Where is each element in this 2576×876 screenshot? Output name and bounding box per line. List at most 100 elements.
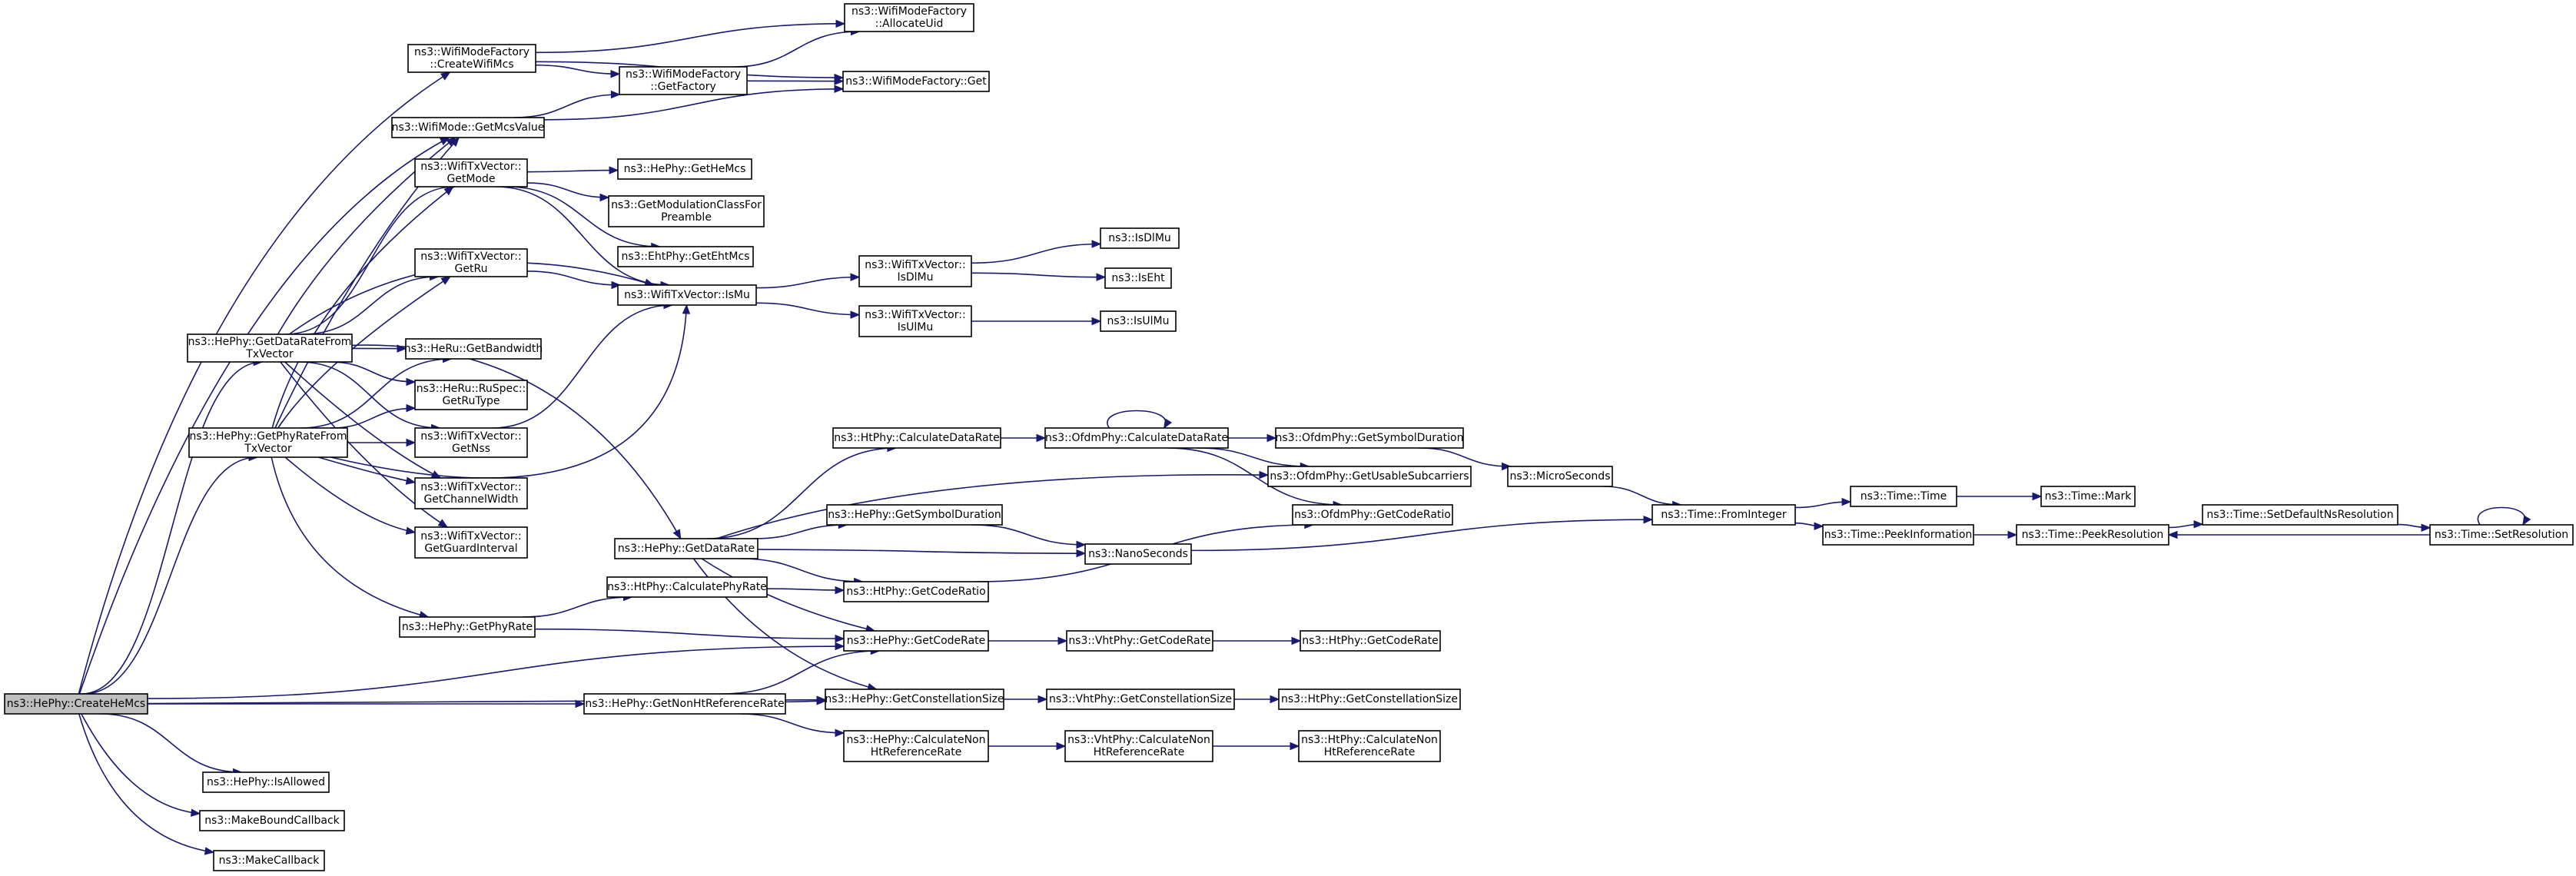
node-create-he-mcs[interactable]: ns3::HePhy::CreateHeMcs	[4, 693, 148, 715]
node-create-wifi-mcs[interactable]: ns3::WifiModeFactory::CreateWifiMcs	[407, 44, 536, 73]
node-label: ns3::Time::PeekResolution	[2022, 529, 2164, 541]
node-label: ns3::MakeBoundCallback	[204, 815, 340, 827]
node-label: ns3::IsEht	[1111, 272, 1165, 284]
node-label: ns3::WifiTxVector::	[865, 259, 965, 271]
node-vht-get-const-size[interactable]: ns3::VhtPhy::GetConstellationSize	[1046, 689, 1235, 710]
node-is-dl-mu[interactable]: ns3::IsDlMu	[1100, 227, 1180, 249]
node-is-eht[interactable]: ns3::IsEht	[1104, 267, 1172, 289]
arrowhead-icon	[816, 697, 827, 705]
edge-line	[330, 304, 688, 479]
call-edge	[317, 456, 417, 485]
node-ht-get-const-size[interactable]: ns3::HtPhy::GetConstellationSize	[1278, 689, 1461, 710]
node-get-mcs-value[interactable]: ns3::WifiMode::GetMcsValue	[391, 117, 545, 138]
node-box	[202, 771, 330, 793]
node-micro-seconds[interactable]: ns3::MicroSeconds	[1507, 466, 1613, 487]
node-time-peek-resolution[interactable]: ns3::Time::PeekResolution	[2016, 524, 2169, 546]
node-time-time[interactable]: ns3::Time::Time	[1850, 486, 1957, 507]
node-get-he-mcs[interactable]: ns3::HePhy::GetHeMcs	[617, 158, 752, 180]
node-he-get-const-size[interactable]: ns3::HePhy::GetConstellationSize	[825, 689, 1004, 710]
node-label: ns3::WifiModeFactory	[626, 68, 741, 81]
node-ofdm-get-usable-subcarriers[interactable]: ns3::OfdmPhy::GetUsableSubcarriers	[1267, 466, 1472, 487]
node-get-factory[interactable]: ns3::WifiModeFactory::GetFactory	[619, 66, 748, 95]
arrowhead-icon	[1091, 240, 1102, 248]
arrowhead-icon	[2193, 519, 2204, 529]
node-box	[842, 71, 990, 92]
node-label: ns3::Time::PeekInformation	[1824, 529, 1973, 541]
node-he-get-code-rate[interactable]: ns3::HePhy::GetCodeRate	[843, 630, 989, 652]
node-box	[414, 248, 528, 277]
node-ru-spec-get-ru-type[interactable]: ns3::HeRu::RuSpec::GetRuType	[414, 380, 528, 410]
call-edge	[1957, 492, 2043, 501]
call-edge	[526, 166, 619, 174]
arrowhead-icon	[2032, 492, 2043, 501]
node-label: GetMode	[446, 173, 495, 185]
node-label: ns3::WifiTxVector::IsMu	[624, 289, 750, 301]
call-edge	[284, 456, 417, 535]
node-tx-is-dl-mu[interactable]: ns3::WifiTxVector::IsDlMu	[858, 255, 972, 287]
node-make-bound-callback[interactable]: ns3::MakeBoundCallback	[199, 810, 345, 831]
node-tx-get-nss[interactable]: ns3::WifiTxVector::GetNss	[414, 427, 528, 458]
node-he-get-phy-rate[interactable]: ns3::HePhy::GetPhyRate	[399, 616, 536, 638]
arrowhead-icon	[835, 19, 846, 28]
node-he-get-data-rate[interactable]: ns3::HePhy::GetDataRate	[614, 538, 759, 559]
edge-line	[739, 713, 845, 734]
node-time-peek-information[interactable]: ns3::Time::PeekInformation	[1822, 524, 1974, 546]
call-edge	[329, 361, 417, 387]
node-tx-get-ru[interactable]: ns3::WifiTxVector::GetRu	[414, 248, 528, 277]
node-box	[1267, 466, 1472, 487]
node-tx-get-guard-interval[interactable]: ns3::WifiTxVector::GetGuardInterval	[414, 526, 528, 559]
node-time-set-default-ns-res[interactable]: ns3::Time::SetDefaultNsResolution	[2202, 504, 2398, 526]
node-tx-is-mu[interactable]: ns3::WifiTxVector::IsMu	[617, 284, 757, 306]
node-ht-calc-phy-rate[interactable]: ns3::HtPhy::CalculatePhyRate	[606, 576, 768, 598]
node-make-callback[interactable]: ns3::MakeCallback	[213, 850, 325, 871]
node-box	[199, 810, 345, 831]
node-he-ru-get-bandwidth[interactable]: ns3::HeRu::GetBandwidth	[404, 338, 543, 360]
node-he-get-non-ht-ref-rate[interactable]: ns3::HePhy::GetNonHtReferenceRate	[583, 693, 786, 715]
node-box	[187, 333, 353, 363]
call-edge	[302, 272, 440, 335]
node-he-is-allowed[interactable]: ns3::HePhy::IsAllowed	[202, 771, 330, 793]
node-ofdm-calc-data-rate[interactable]: ns3::OfdmPhy::CalculateDataRate	[1044, 427, 1229, 449]
node-time-mark[interactable]: ns3::Time::Mark	[2040, 486, 2136, 507]
node-ofdm-get-symbol-duration[interactable]: ns3::OfdmPhy::GetSymbolDuration	[1275, 427, 1464, 449]
call-edge	[513, 90, 621, 118]
node-vht-get-code-rate[interactable]: ns3::VhtPhy::GetCodeRate	[1066, 630, 1213, 652]
node-get-eht-mcs[interactable]: ns3::EhtPhy::GetEhtMcs	[617, 246, 754, 267]
node-ht-get-code-ratio[interactable]: ns3::HtPhy::GetCodeRatio	[843, 581, 989, 602]
node-label: ns3::HePhy::GetSymbolDuration	[828, 509, 1001, 521]
node-factory-get[interactable]: ns3::WifiModeFactory::Get	[842, 71, 990, 92]
arrowhead-icon	[2421, 523, 2432, 533]
arrowhead-icon	[1814, 522, 1824, 531]
node-tx-is-ul-mu[interactable]: ns3::WifiTxVector::IsUlMu	[858, 305, 972, 337]
node-label: ns3::Time::FromInteger	[1661, 509, 1786, 521]
node-ht-calc-data-rate[interactable]: ns3::HtPhy::CalculateDataRate	[832, 427, 1001, 449]
edge-line	[81, 713, 201, 815]
node-is-ul-mu[interactable]: ns3::IsUlMu	[1100, 310, 1177, 332]
node-tx-get-mode[interactable]: ns3::WifiTxVector::GetMode	[414, 158, 528, 187]
node-label: ::CreateWifiMcs	[430, 58, 513, 71]
call-edge	[280, 361, 449, 528]
node-label: GetGuardInterval	[424, 543, 517, 555]
node-time-from-integer[interactable]: ns3::Time::FromInteger	[1651, 504, 1796, 526]
node-allocate-uid[interactable]: ns3::WifiModeFactory::AllocateUid	[844, 3, 974, 32]
node-tx-get-channel-width[interactable]: ns3::WifiTxVector::GetChannelWidth	[414, 477, 528, 509]
node-ht-get-code-rate[interactable]: ns3::HtPhy::GetCodeRate	[1300, 630, 1441, 652]
node-label: ns3::MicroSeconds	[1509, 470, 1610, 483]
node-box	[1850, 486, 1957, 507]
node-nano-seconds[interactable]: ns3::NanoSeconds	[1084, 543, 1192, 565]
node-time-set-resolution[interactable]: ns3::Time::SetResolution	[2429, 524, 2574, 546]
node-label: ns3::OfdmPhy::GetUsableSubcarriers	[1270, 470, 1469, 483]
node-he-get-symbol-duration[interactable]: ns3::HePhy::GetSymbolDuration	[826, 504, 1003, 526]
node-box	[843, 630, 989, 652]
node-box	[614, 538, 759, 559]
call-edge	[535, 19, 846, 54]
call-edge	[715, 470, 1270, 539]
node-box	[414, 427, 528, 458]
node-ofdm-get-code-ratio[interactable]: ns3::OfdmPhy::GetCodeRatio	[1292, 504, 1453, 526]
